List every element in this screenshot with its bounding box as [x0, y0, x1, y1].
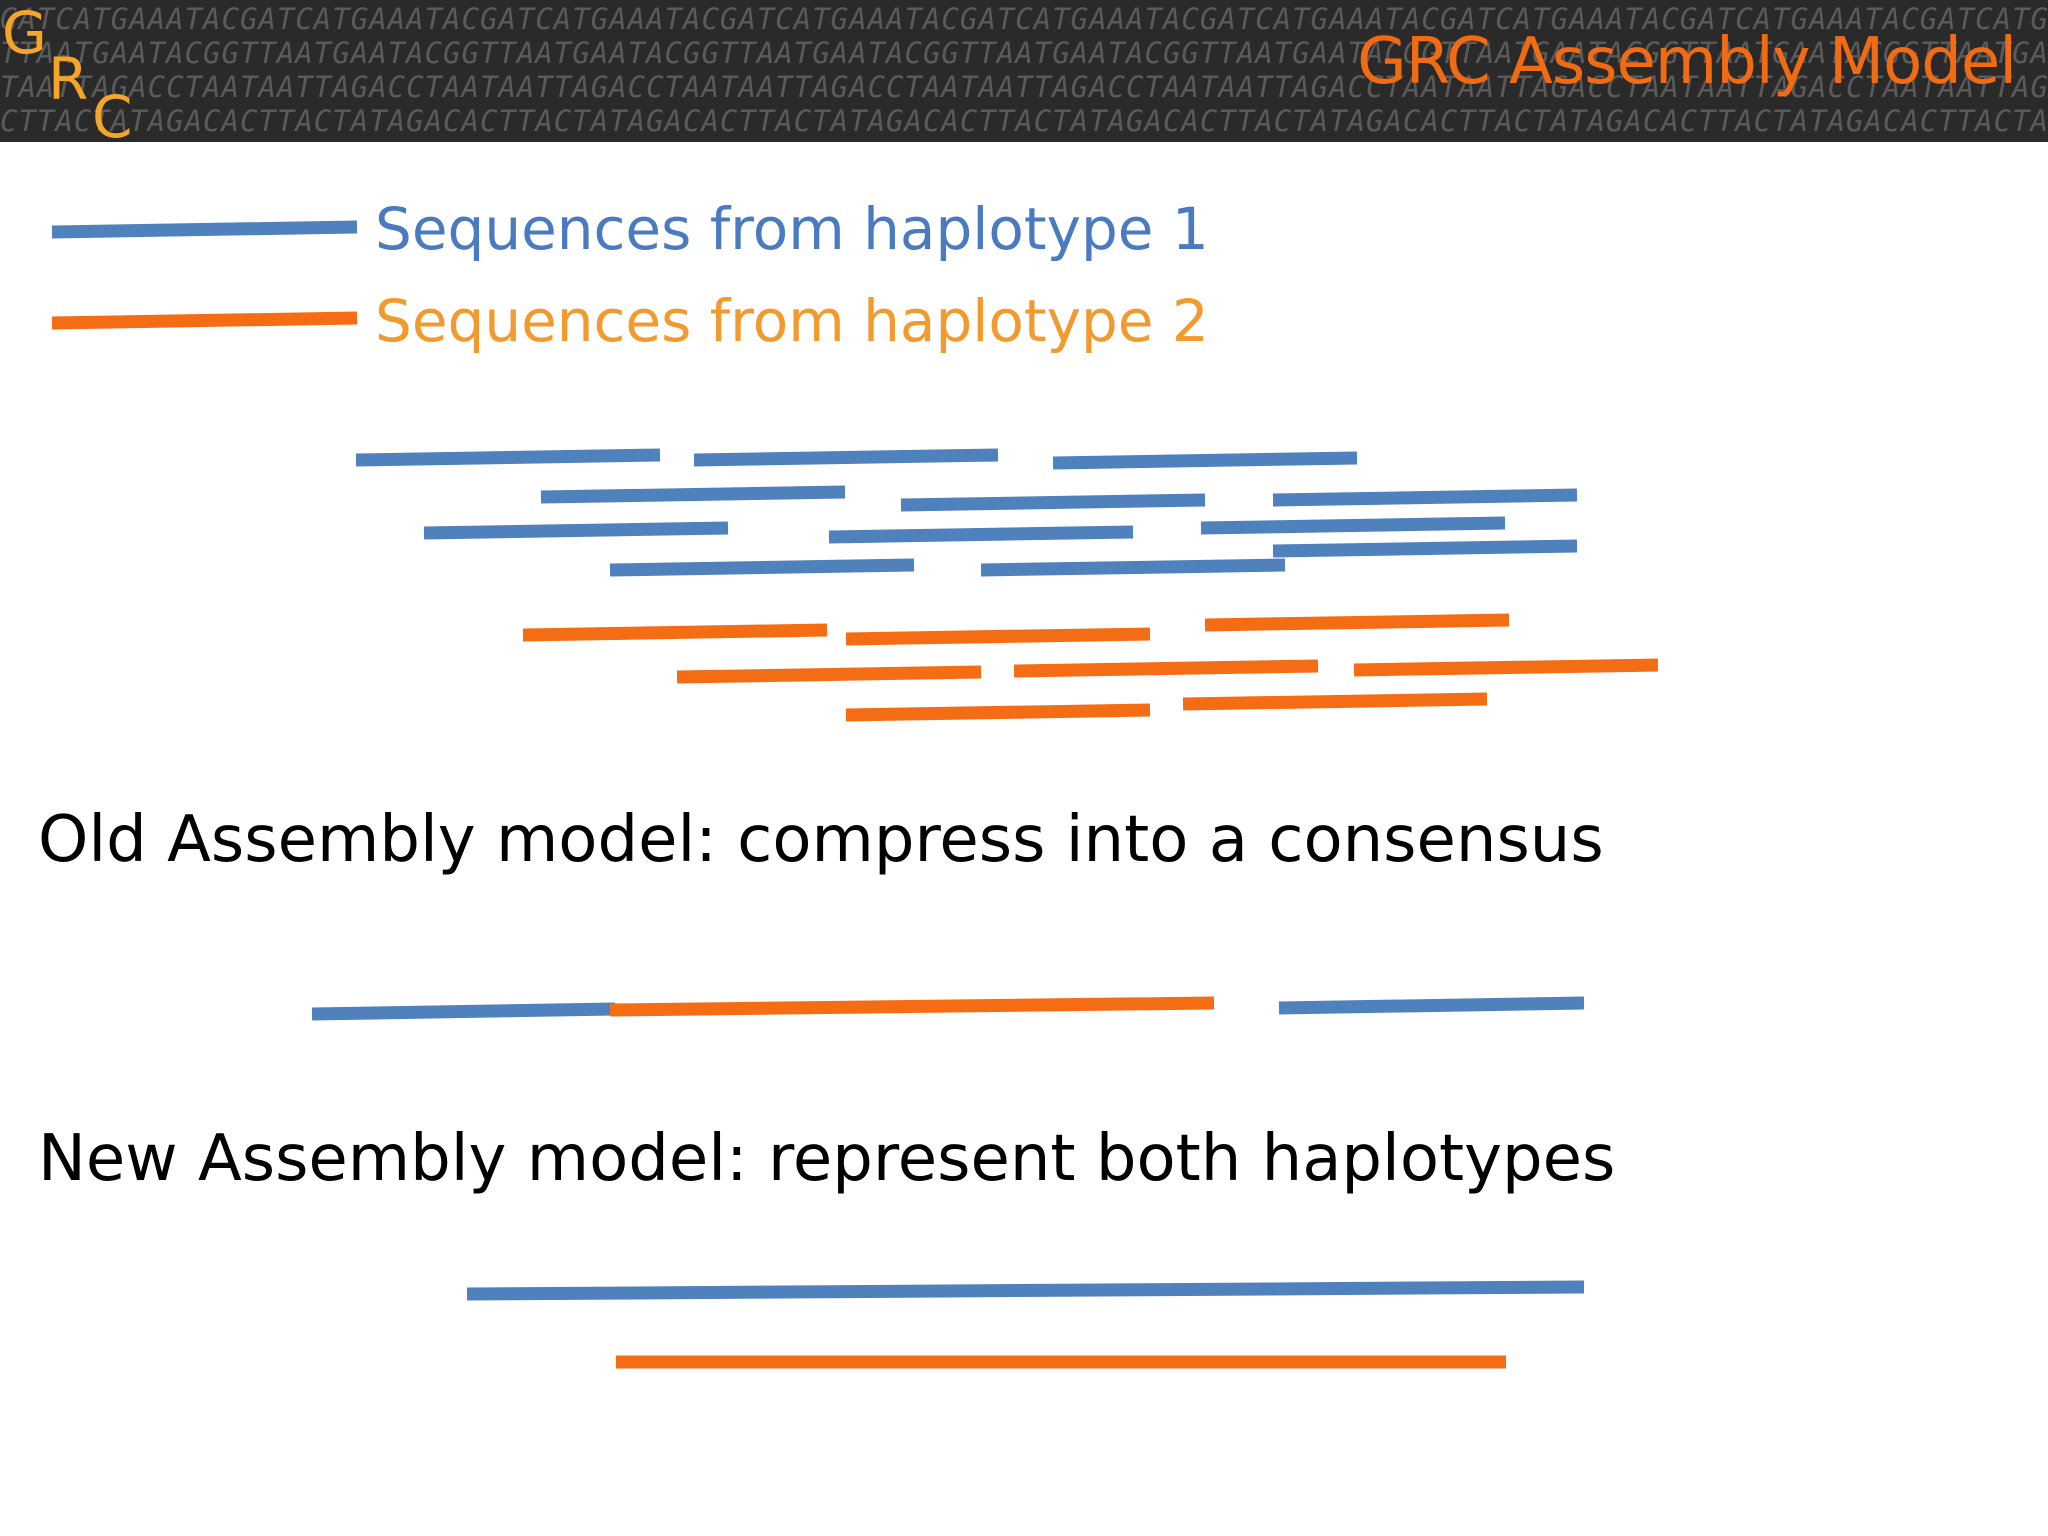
- haplotype-2-read: [676, 665, 982, 684]
- haplotype-1-read: [1272, 539, 1578, 558]
- dna-sequence-row: TTAATGAATACGGTTAATGAATACGGTTAATGAATACGGT…: [0, 36, 2048, 70]
- legend-haplotype-1-label: Sequences from haplotype 1: [375, 195, 1209, 263]
- haplotype-2-read: [1353, 658, 1659, 677]
- logo-letter-g: G: [2, 0, 47, 67]
- haplotype-1-read: [1052, 451, 1358, 470]
- haplotype-1-read: [828, 525, 1134, 544]
- haplotype-1-read: [980, 558, 1286, 577]
- haplotype-1-read: [540, 485, 846, 504]
- haplotype-1-read: [693, 448, 999, 467]
- haplotype-1-read: [355, 448, 661, 467]
- haplotype-2-read: [845, 627, 1151, 646]
- new-model-haplotype-1-sequence: [466, 1280, 1585, 1301]
- legend-haplotype-2-swatch: [51, 311, 358, 330]
- new-model-haplotypes: [466, 1280, 1585, 1369]
- dna-sequence-row: TAATTAGACCTAATAATTAGACCTAATAATTAGACCTAAT…: [0, 70, 2048, 104]
- haplotype-2-read: [845, 703, 1151, 722]
- dna-sequence-row: GATCATGAAATACGATCATGAAATACGATCATGAAATACG…: [0, 2, 2048, 36]
- old-model-caption: Old Assembly model: compress into a cons…: [38, 803, 1604, 877]
- consensus-haplotype-2-segment: [609, 996, 1215, 1017]
- consensus-haplotype-1-segment: [311, 1002, 616, 1021]
- header-banner: GATCATGAAATACGATCATGAAATACGATCATGAAATACG…: [0, 0, 2048, 142]
- haplotype-1-read: [1200, 516, 1506, 535]
- grc-logo: G R C: [0, 0, 150, 142]
- haplotype-2-read: [522, 623, 828, 642]
- logo-letter-r: R: [48, 45, 89, 113]
- haplotype-1-read: [609, 558, 915, 577]
- haplotype-1-read: [423, 521, 729, 540]
- haplotype-2-read: [1182, 692, 1488, 711]
- haplotype-2-read: [1013, 659, 1319, 678]
- haplotype-2-reads: [522, 613, 1659, 722]
- old-model-consensus: [311, 996, 1585, 1021]
- slide-title: GRC Assembly Model: [1357, 25, 2017, 99]
- haplotype-1-read: [900, 493, 1206, 512]
- dna-sequence-row: CTTACTATAGACACTTACTATAGACACTTACTATAGACAC…: [0, 104, 2048, 138]
- legend-haplotype-1-swatch: [51, 220, 358, 239]
- haplotype-1-read: [1272, 488, 1578, 507]
- haplotype-2-read: [1204, 613, 1510, 632]
- legend-haplotype-2-label: Sequences from haplotype 2: [375, 287, 1209, 355]
- logo-letter-c: C: [92, 83, 133, 142]
- haplotype-1-reads: [355, 448, 1578, 577]
- new-model-caption: New Assembly model: represent both haplo…: [38, 1122, 1616, 1196]
- consensus-haplotype-1-segment: [1278, 996, 1585, 1015]
